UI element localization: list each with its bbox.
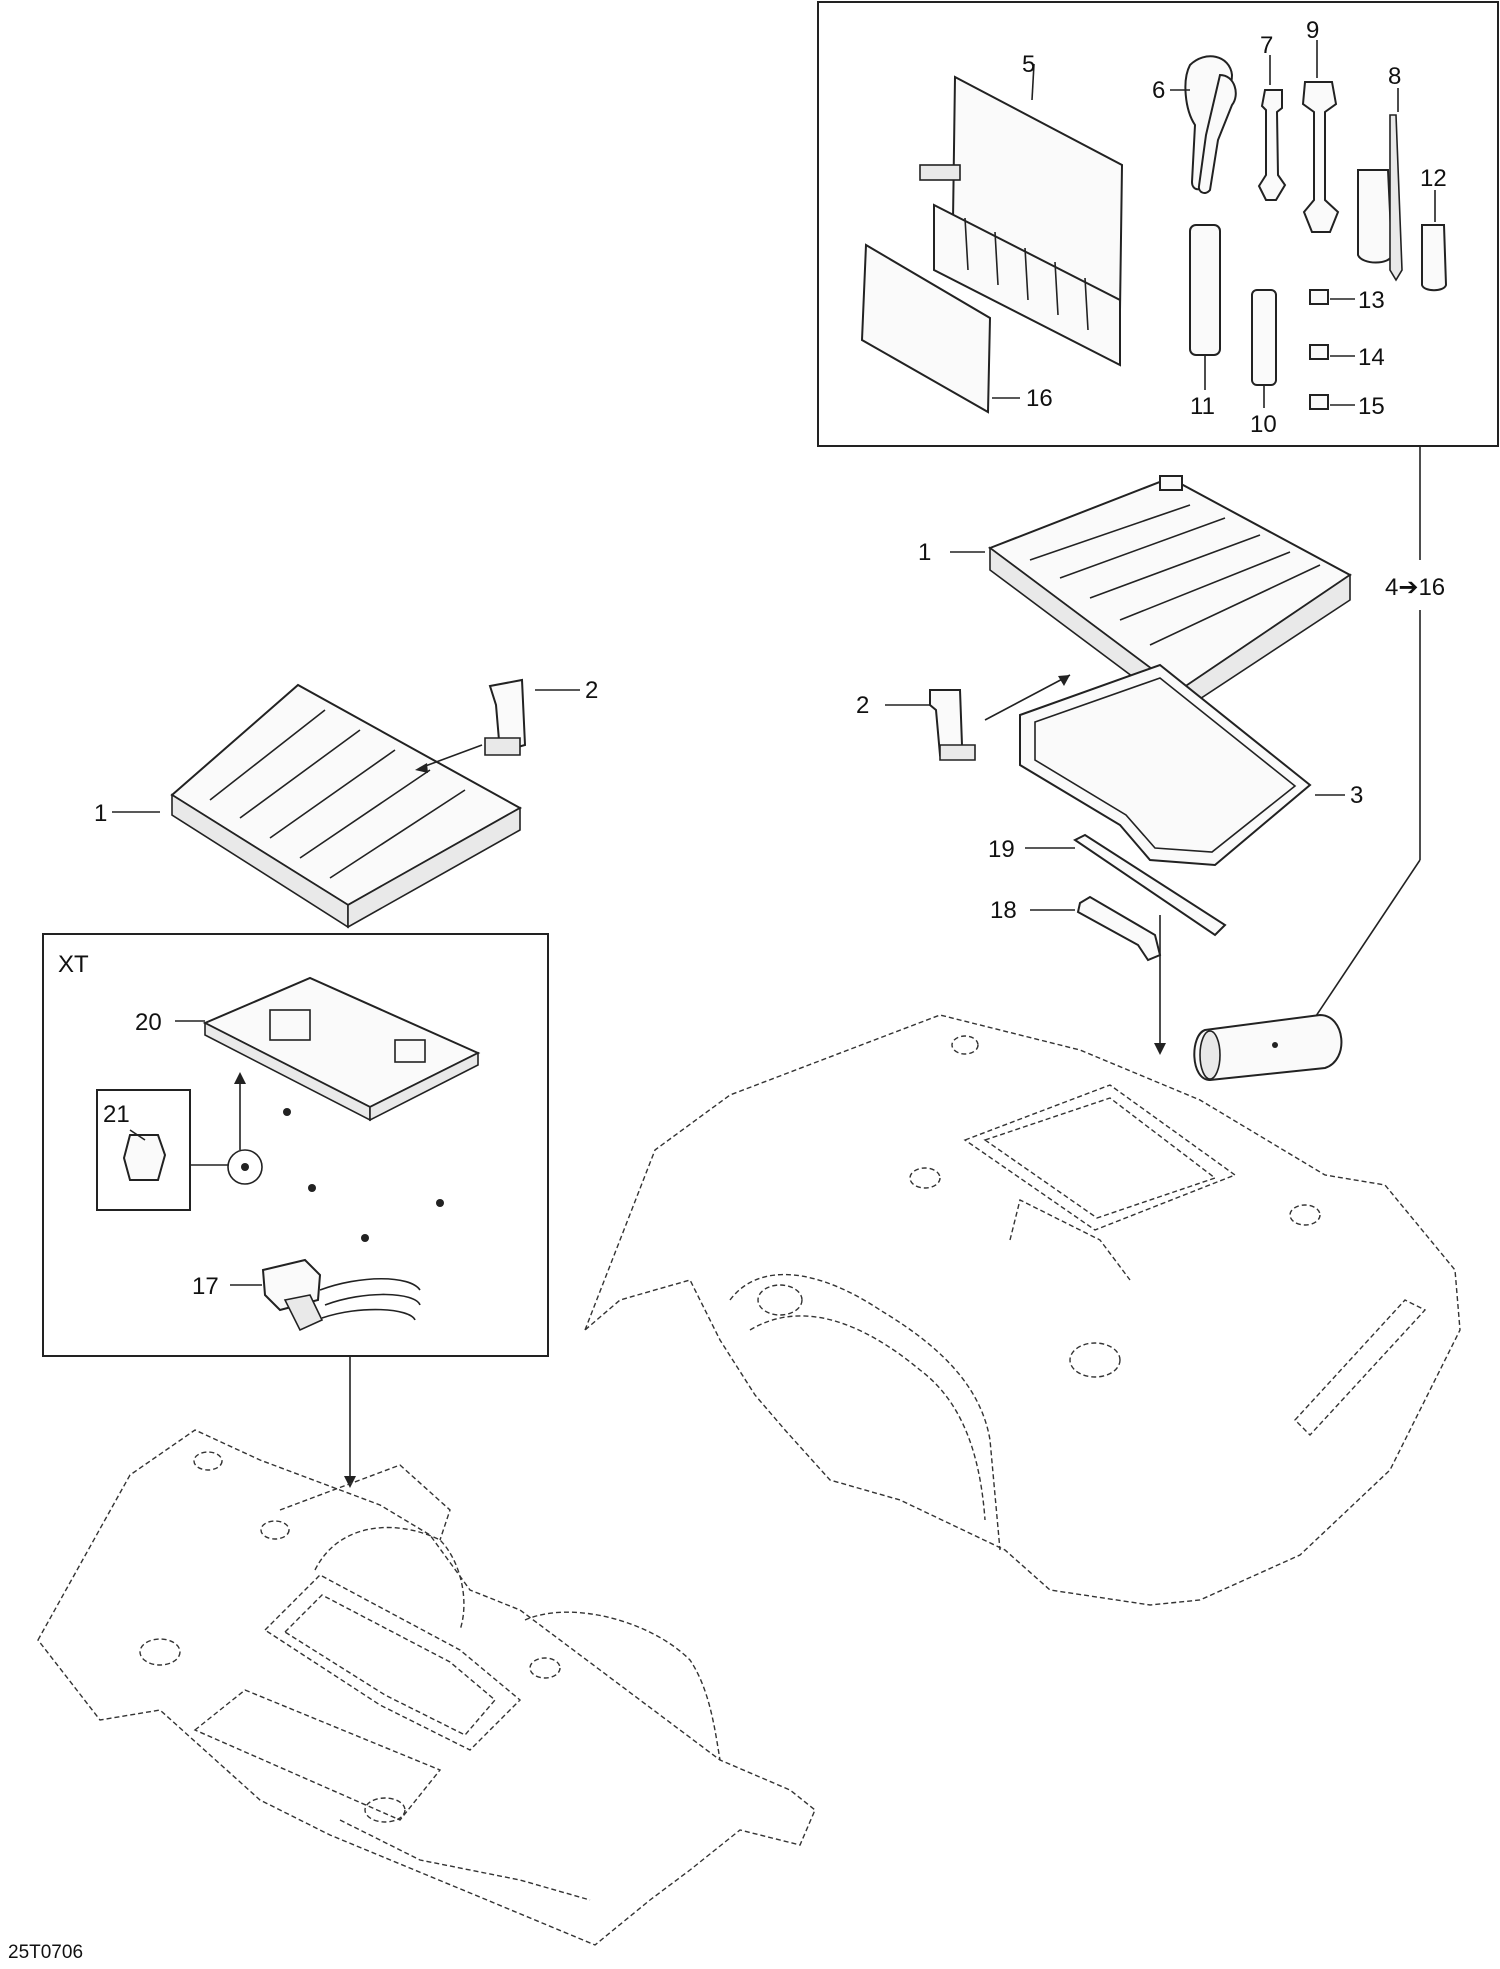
xt-label: XT: [58, 951, 89, 978]
callout-2-left: 2: [585, 677, 598, 704]
storage-rack-left: 1: [94, 683, 523, 929]
callout-1-right: 1: [918, 539, 931, 566]
latch-right: 2: [856, 674, 1071, 761]
callout-11: 11: [1190, 393, 1215, 420]
large-wrench: 9: [1301, 17, 1340, 233]
small-screwdriver: 12: [1420, 165, 1448, 292]
tube-wrench-long: 11: [1189, 224, 1221, 420]
callout-18: 18: [990, 897, 1017, 924]
callout-12: 12: [1420, 165, 1447, 192]
rear-fender-left: [37, 1429, 816, 1946]
latch-left: 2: [415, 677, 598, 773]
tool-bag: 5 16: [860, 51, 1124, 414]
xt-harness: 17: [192, 1258, 421, 1332]
drawing-number: 25T0706: [8, 1942, 83, 1963]
fuses: 13 14 15: [1309, 287, 1385, 420]
callout-10: 10: [1250, 411, 1277, 438]
callout-5: 5: [1022, 51, 1035, 78]
screwdriver: 8: [1357, 63, 1403, 282]
small-wrench: 7: [1257, 32, 1287, 201]
callout-8: 8: [1388, 63, 1401, 90]
callout-2-right: 2: [856, 692, 869, 719]
xt-tray: 20: [135, 976, 481, 1150]
callout-3: 3: [1350, 782, 1363, 809]
xt-clips: [283, 1108, 444, 1242]
tool-roll: [1193, 1013, 1343, 1082]
callout-4-to-16: 4➔16: [1385, 574, 1445, 601]
callout-17: 17: [192, 1273, 219, 1300]
callout-7: 7: [1260, 32, 1273, 59]
clip-inset: 21: [96, 1089, 263, 1211]
tool-kit-box: 5 16 6 7 9 8: [817, 1, 1499, 1041]
callout-13: 13: [1358, 287, 1385, 314]
gasket: 3: [1019, 663, 1363, 867]
callout-6: 6: [1152, 77, 1165, 104]
callout-16-kit: 16: [1026, 385, 1053, 412]
storage-rack-right: 1: [918, 475, 1352, 714]
callout-19: 19: [988, 836, 1015, 863]
callout-14: 14: [1358, 344, 1385, 371]
pliers: 6: [1152, 55, 1237, 194]
callout-20: 20: [135, 1009, 162, 1036]
callout-9: 9: [1306, 17, 1319, 44]
strap: 19: [988, 833, 1227, 1055]
tube-wrench-short: 10: [1250, 289, 1277, 438]
callout-1-left: 1: [94, 800, 107, 827]
rear-fender-right: [584, 1014, 1461, 1606]
callout-21: 21: [103, 1101, 130, 1128]
spanner-wrench: 18: [990, 895, 1162, 962]
xt-box: XT 20 21: [42, 933, 549, 1357]
callout-15: 15: [1358, 393, 1385, 420]
